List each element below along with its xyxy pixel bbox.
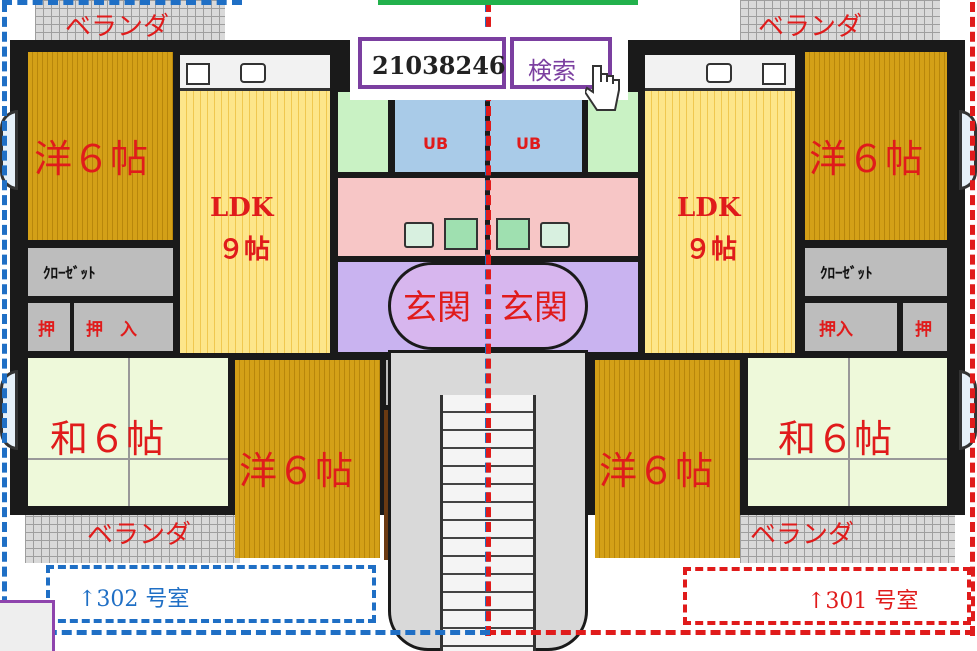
washer-icon bbox=[496, 218, 530, 250]
search-input-value: 21038246 bbox=[372, 51, 506, 80]
room-western-bottom-right: 洋６帖 bbox=[595, 360, 740, 558]
oshi-left: 押 bbox=[28, 303, 70, 351]
room-ldk-left: LDK ９帖 bbox=[180, 55, 330, 353]
room-japanese-right: 和６帖 bbox=[748, 358, 947, 506]
hand-cursor-icon bbox=[583, 62, 621, 118]
unit-tag-301: ↑301 号室 bbox=[683, 567, 971, 625]
veranda-label: ベランダ bbox=[758, 12, 863, 42]
room-label: 洋６帖 bbox=[599, 449, 714, 493]
ub-label: UB bbox=[423, 134, 449, 153]
tatami-line bbox=[748, 458, 947, 460]
room-western-top-left: 洋６帖 bbox=[28, 52, 173, 240]
stove-icon bbox=[186, 63, 210, 85]
washbasin-icon bbox=[404, 222, 434, 248]
room-label: ９帖 bbox=[685, 235, 738, 265]
veranda-label: ベランダ bbox=[65, 12, 170, 42]
room-label: 洋６帖 bbox=[809, 137, 924, 181]
unit-tag-302: ↑302 号室 bbox=[46, 565, 376, 623]
tatami-line bbox=[848, 358, 850, 506]
oshiire-left: 押 入 bbox=[74, 303, 173, 351]
stove-icon bbox=[762, 63, 786, 85]
room-label: 和６帖 bbox=[50, 417, 165, 461]
room-ldk-right: LDK ９帖 bbox=[645, 55, 795, 353]
toilet-left bbox=[338, 92, 388, 172]
oshi-right: 押 bbox=[903, 303, 947, 351]
room-label: 洋６帖 bbox=[239, 449, 354, 493]
bath-right: UB bbox=[490, 92, 582, 172]
room-japanese-left: 和６帖 bbox=[28, 358, 228, 506]
sink-icon bbox=[706, 63, 732, 83]
washbasin-icon bbox=[540, 222, 570, 248]
unit-301-bottom-edge bbox=[486, 630, 975, 635]
room-western-bottom-left: 洋６帖 bbox=[235, 360, 380, 558]
closet-label: ｸﾛｰｾﾞｯﾄ bbox=[820, 264, 873, 282]
veranda-bottom-left: ベランダ bbox=[25, 508, 240, 563]
room-label: 和６帖 bbox=[778, 417, 893, 461]
bath-left: UB bbox=[395, 92, 485, 172]
closet-left: ｸﾛｰｾﾞｯﾄ bbox=[28, 248, 173, 296]
oshiire-right: 押入 bbox=[805, 303, 897, 351]
veranda-label: ベランダ bbox=[87, 520, 192, 550]
oshi-label: 押 bbox=[38, 320, 55, 340]
oshi-label: 押 bbox=[915, 320, 932, 340]
unit-302-label: ↑302 号室 bbox=[78, 587, 190, 612]
room-label: LDK bbox=[210, 193, 274, 223]
room-western-top-right: 洋６帖 bbox=[805, 52, 947, 240]
room-label: ９帖 bbox=[218, 235, 271, 265]
room-label: 洋６帖 bbox=[34, 137, 149, 181]
veranda-label: ベランダ bbox=[750, 520, 855, 550]
unit-302-top-edge bbox=[2, 0, 242, 5]
purple-corner-mark bbox=[0, 600, 55, 651]
green-top-marker bbox=[378, 0, 638, 5]
entrance-label-left: 玄関 bbox=[403, 288, 471, 328]
oshiire-label: 押入 bbox=[819, 320, 853, 340]
ub-label: UB bbox=[516, 134, 542, 153]
unit-301-label: ↑301 号室 bbox=[807, 589, 919, 614]
search-button-label: 検索 bbox=[528, 57, 576, 85]
room-label: LDK bbox=[677, 193, 741, 223]
unit-302-bottom-edge bbox=[2, 630, 490, 635]
veranda-bottom-right: ベランダ bbox=[740, 508, 955, 563]
washer-icon bbox=[444, 218, 478, 250]
unit-301-boundary bbox=[486, 2, 975, 636]
closet-right: ｸﾛｰｾﾞｯﾄ bbox=[805, 248, 947, 296]
sink-icon bbox=[240, 63, 266, 83]
search-input[interactable]: 21038246 bbox=[358, 37, 506, 89]
closet-label: ｸﾛｰｾﾞｯﾄ bbox=[43, 264, 96, 282]
oshiire-label: 押 入 bbox=[86, 320, 137, 340]
tatami-line bbox=[128, 358, 130, 506]
entrance-label-right: 玄関 bbox=[500, 288, 568, 328]
